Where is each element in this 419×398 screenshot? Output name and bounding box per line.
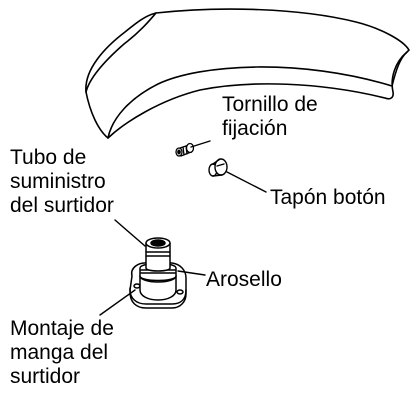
leader-tornillo (190, 140, 211, 148)
button-plug (208, 158, 228, 177)
label-tornillo: Tornillo de fijación (222, 93, 318, 141)
leader-tapon (226, 171, 267, 193)
label-montaje-line2: manga del (10, 341, 109, 364)
spout-sleeve-assembly (129, 237, 187, 309)
leader-arosello (177, 270, 206, 276)
leader-montaje (99, 289, 136, 316)
label-tubo-line1: Tubo de (10, 146, 87, 169)
label-montaje-line3: surtidor (10, 365, 81, 388)
set-screw (175, 142, 195, 157)
label-montaje: Montaje de manga del surtidor (10, 317, 114, 389)
leader-lines (99, 140, 267, 316)
label-tapon-line1: Tapón botón (270, 186, 386, 209)
label-arosello: Arosello (206, 268, 282, 292)
label-arosello-line1: Arosello (206, 268, 282, 291)
label-tubo-line3: del surtidor (10, 194, 114, 217)
label-tornillo-line2: fijación (222, 117, 288, 140)
label-tubo-line2: suministro (10, 170, 106, 193)
leader-tubo (114, 219, 146, 247)
label-montaje-line1: Montaje de (10, 317, 114, 340)
label-tornillo-line1: Tornillo de (222, 93, 318, 116)
spout-shell (85, 8, 410, 139)
label-tapon: Tapón botón (270, 186, 386, 210)
label-tubo: Tubo de suministro del surtidor (10, 146, 114, 218)
